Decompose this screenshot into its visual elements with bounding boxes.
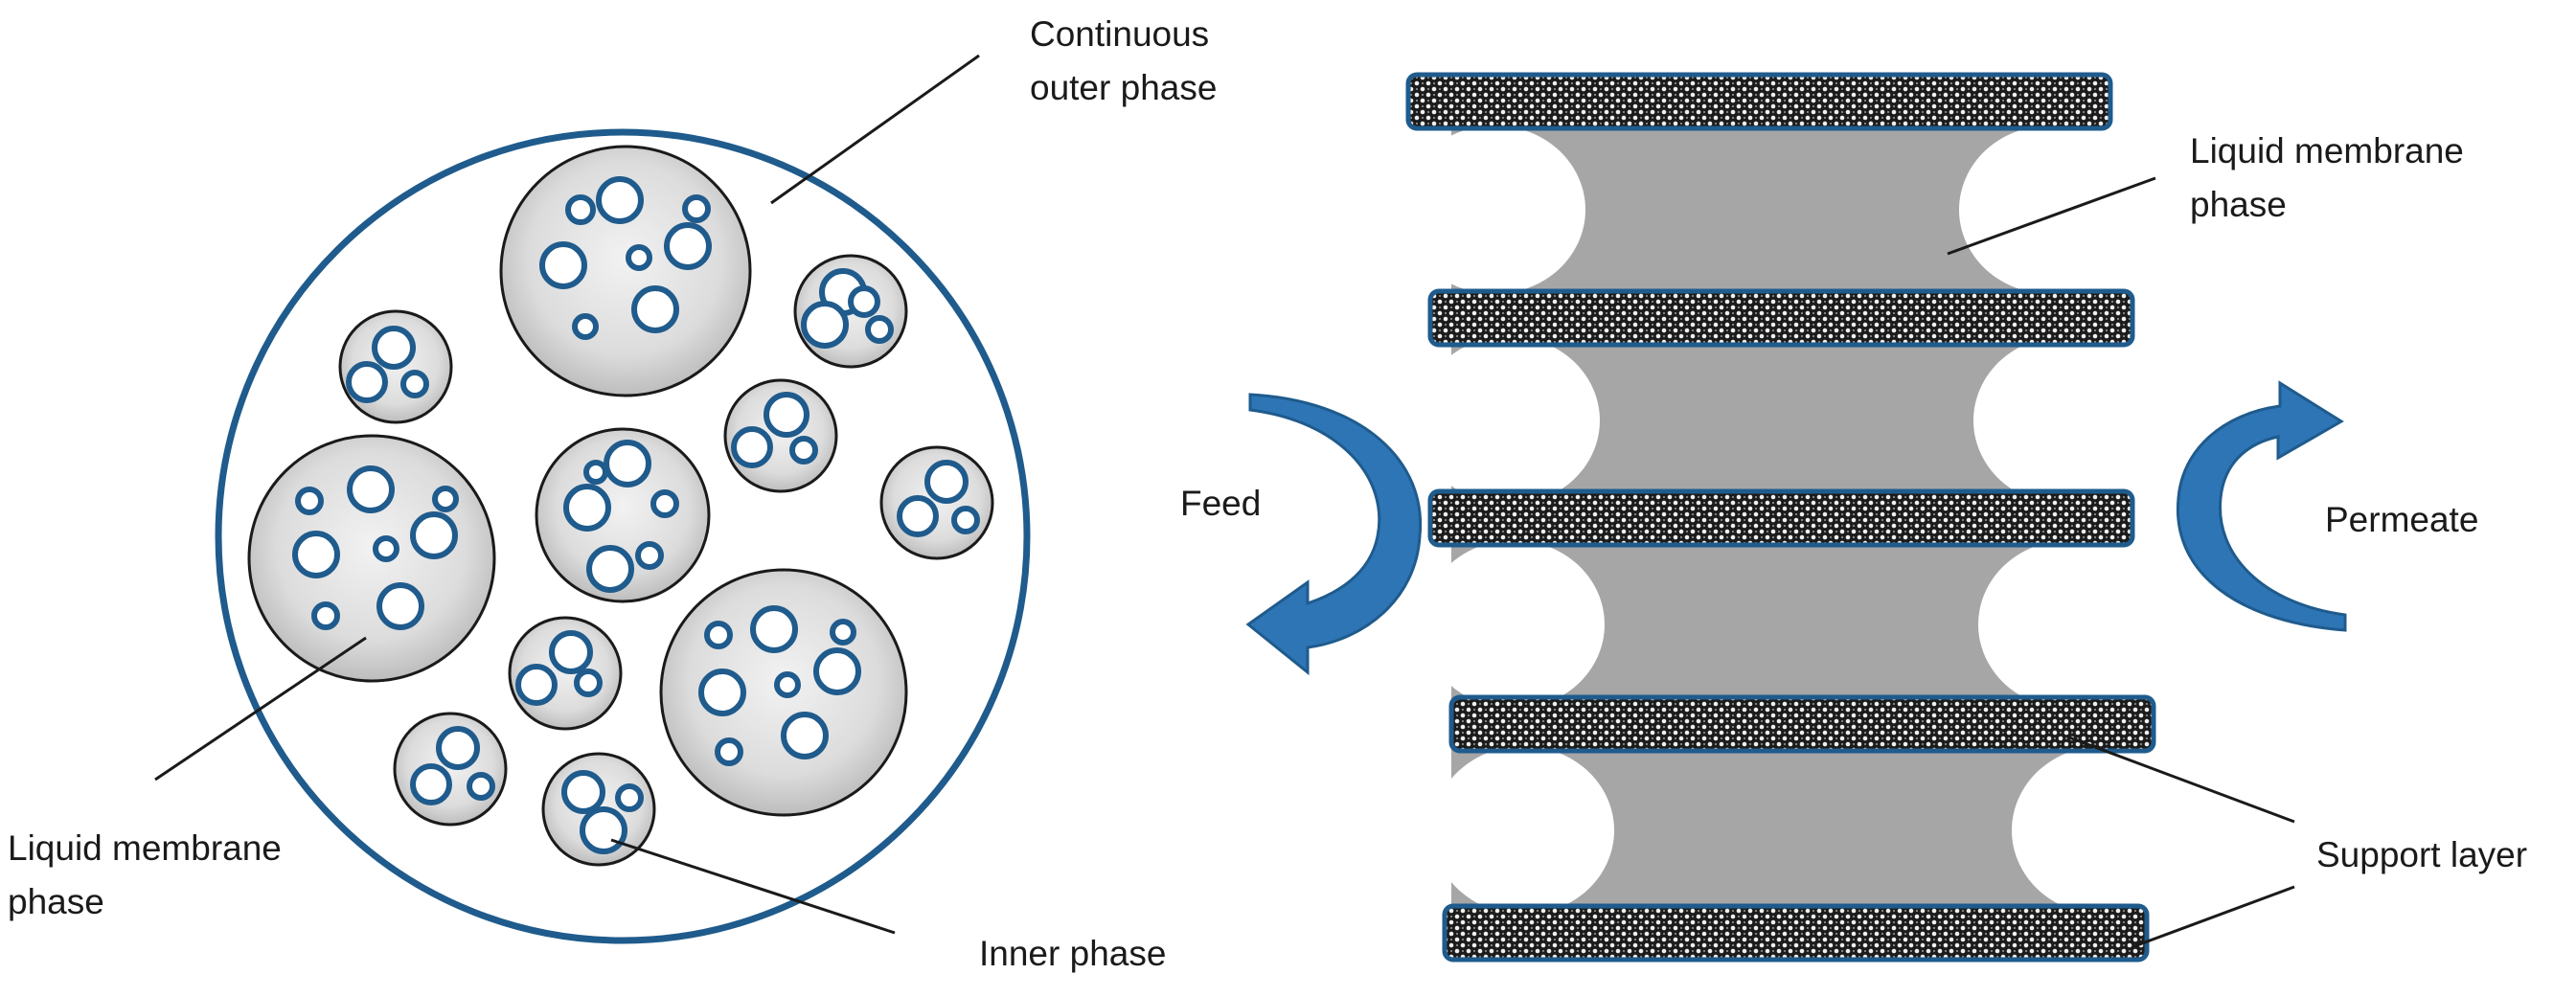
- inner-phase-bubble: [572, 313, 599, 340]
- inner-phase-bubble: [376, 582, 424, 630]
- inner-phase-bubble: [830, 619, 856, 646]
- inner-phase-bubble: [764, 392, 809, 438]
- inner-phase-bubble: [586, 545, 634, 593]
- inner-phase-bubble: [750, 605, 798, 653]
- inner-phase-bubble: [951, 506, 980, 534]
- inner-phase-bubble: [924, 460, 969, 504]
- inner-phase-bubble: [561, 770, 605, 814]
- membrane-droplet: [535, 427, 711, 603]
- support-plate-5: [1442, 903, 2150, 963]
- inner-phase-bubble: [292, 531, 340, 578]
- inner-phase-bubble: [631, 285, 679, 333]
- leader-line-support-a: [2068, 736, 2295, 824]
- inner-phase-bubble: [604, 440, 651, 487]
- leader-line-membrane-right: [1947, 176, 2156, 256]
- inner-phase-bubble: [865, 315, 894, 344]
- inner-phase-bubble: [311, 601, 340, 630]
- liquid-membrane-bodies: [1403, 125, 2194, 915]
- feed-arrow-icon: [1245, 393, 1423, 676]
- inner-phase-bubble: [372, 326, 416, 370]
- inner-phase-bubble: [410, 763, 452, 805]
- inner-phase-bubble: [664, 222, 712, 270]
- inner-phase-bubble: [515, 664, 558, 706]
- inner-phase-bubble: [635, 541, 664, 570]
- inner-phase-bubble: [774, 671, 801, 698]
- inner-phase-bubble: [583, 460, 608, 485]
- inner-phase-bubble: [563, 484, 611, 532]
- inner-phase-bubble: [549, 630, 593, 674]
- inner-phase-bubble: [574, 668, 603, 697]
- inner-phase-bubble: [436, 726, 480, 770]
- leader-line-inner-phase: [610, 838, 896, 935]
- inner-phase-bubble: [813, 647, 861, 695]
- inner-phase-bubble: [801, 301, 849, 349]
- inner-phase-bubble: [565, 194, 596, 225]
- inner-phase-bubble: [347, 465, 395, 513]
- label-support-layer: Support layer: [2316, 835, 2527, 874]
- inner-phase-bubble: [410, 511, 458, 559]
- inner-phase-bubble: [897, 495, 939, 537]
- inner-phase-bubble: [432, 486, 459, 512]
- inner-phase-bubble: [373, 535, 399, 562]
- inner-phase-bubble: [615, 783, 644, 812]
- inner-phase-bubble: [580, 806, 627, 854]
- label-liquid-membrane-phase-right: Liquid membrane phase: [2190, 131, 2473, 224]
- inner-phase-bubble: [731, 426, 773, 468]
- support-plate-3: [1427, 488, 2135, 548]
- inner-phase-bubble: [682, 194, 711, 223]
- inner-phase-bubble: [346, 361, 388, 403]
- support-plate-4: [1448, 694, 2156, 754]
- support-plate-2: [1427, 288, 2135, 348]
- inner-phase-bubble: [698, 668, 746, 716]
- inner-phase-bubble: [715, 737, 743, 766]
- inner-phase-bubble: [626, 244, 652, 271]
- support-plate-1: [1405, 72, 2113, 131]
- inner-phase-bubble: [539, 241, 587, 289]
- inner-phase-bubble: [704, 621, 733, 649]
- inner-phase-bubble: [467, 772, 495, 801]
- inner-phase-bubble: [650, 489, 679, 518]
- inner-phase-bubble: [848, 285, 880, 318]
- label-permeate: Permeate: [2325, 500, 2478, 539]
- inner-phase-bubble: [781, 712, 829, 759]
- label-inner-phase: Inner phase: [979, 934, 1166, 973]
- inner-phase-bubble: [295, 487, 324, 515]
- inner-phase-bubble: [596, 176, 644, 224]
- permeate-arrow-icon: [2176, 380, 2347, 632]
- emulsion-diagram: Continuous outer phase Liquid membrane p…: [8, 14, 1219, 973]
- inner-phase-bubble: [400, 370, 429, 398]
- label-liquid-membrane-phase-left: Liquid membrane phase: [8, 828, 291, 921]
- supported-membrane-diagram: Feed Permeate Liquid membrane phase Supp…: [1180, 72, 2527, 963]
- leader-line-membrane-left: [154, 636, 367, 782]
- leader-line-support-b: [2133, 885, 2295, 948]
- label-feed: Feed: [1180, 484, 1261, 523]
- label-continuous-outer-phase: Continuous outer phase: [1030, 14, 1219, 107]
- inner-phase-bubble: [789, 436, 818, 465]
- leader-line-outer-phase: [770, 54, 980, 205]
